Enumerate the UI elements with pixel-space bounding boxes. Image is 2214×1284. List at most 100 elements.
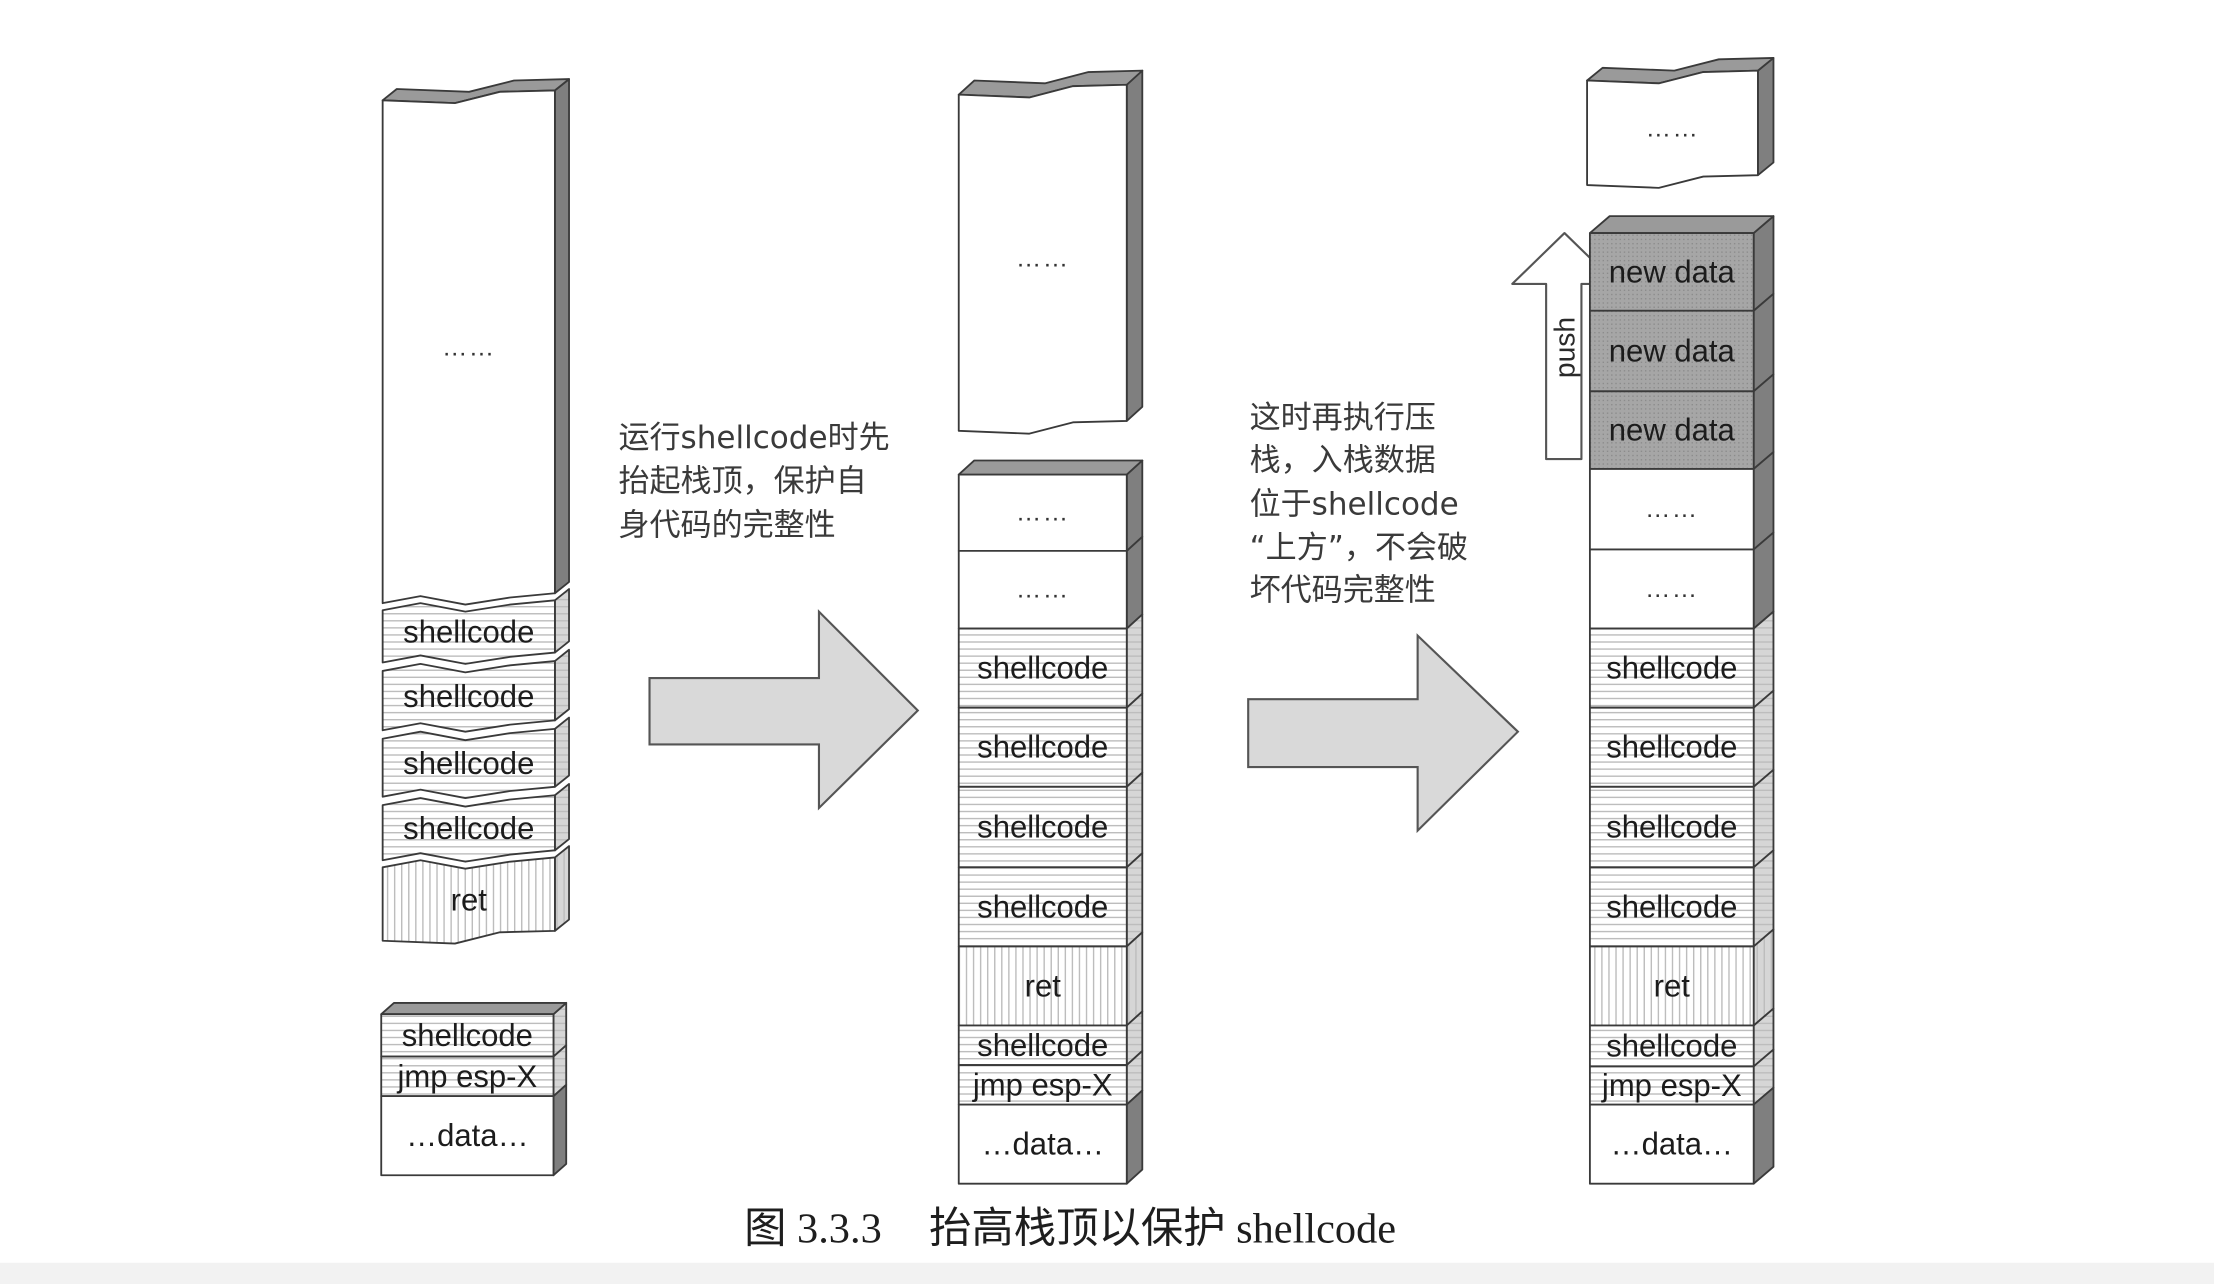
payload-data-cell-front-face [380,1095,555,1177]
shellcode-cell-label: shellcode [977,889,1108,924]
payload-data-cell-side-face [1752,1086,1775,1185]
new-data-cell-top-face [1588,215,1775,234]
payload-code-cell-top-face [380,1001,568,1016]
payload-code-cell: jmp esp-X [957,1050,1144,1106]
payload-data-cell-label: …data… [1611,1127,1734,1162]
empty-stack-cell: …… [1588,451,1775,551]
shellcode-cell-side-face [1125,613,1144,709]
note-line: “上方”，不会破 [1250,530,1468,566]
payload-code-cell-label: jmp esp-X [972,1067,1113,1102]
payload-data-cell-label: …data… [406,1118,529,1153]
stack-top-block-label: …… [1016,244,1070,272]
new-data-cell-label: new data [1609,413,1736,448]
new-data-cell: new data [1588,215,1775,312]
stack-top-block-label: …… [442,333,496,361]
stack-top-block-label: …… [1646,115,1700,143]
shellcode-cell-label: shellcode [977,810,1108,845]
return-address-cell-label: ret [1025,968,1062,1003]
payload-code-cell: jmp esp-X [1588,1048,1775,1106]
empty-stack-cell-side-face [1125,459,1144,552]
stack-top-block-front-face [957,83,1128,435]
shellcode-cell-front-face [381,794,556,863]
stack-top-block: …… [957,69,1144,435]
payload-code-cell: jmp esp-X [380,1044,568,1098]
shellcode-cell-label: shellcode [1606,730,1737,765]
note-raise-stack-top: 运行shellcode时先 抬起栈顶，保护自 身代码的完整性 [618,420,889,544]
return-address-cell-side-face [553,845,570,932]
shellcode-cell: shellcode [957,613,1144,709]
note-push-above-shellcode: 这时再执行压 栈，入栈数据 位于shellcode “上方”，不会破 坏代码完整… [1250,400,1468,608]
new-data-cell-label: new data [1609,254,1736,289]
push-label: push [1548,317,1580,378]
return-address-cell: ret [957,931,1144,1027]
return-address-cell-label: ret [1654,968,1691,1003]
shellcode-cell: shellcode [381,648,570,733]
note-line: 运行shellcode时先 [618,420,889,456]
stack-columns: ……shellcodeshellcodeshellcodeshellcodere… [380,56,1775,1185]
shellcode-cell-label: shellcode [977,651,1108,686]
page-bottom-band [0,1262,2214,1284]
empty-stack-cell-label: …… [1645,495,1699,523]
empty-stack-cell: …… [957,535,1144,630]
shellcode-cell-side-face [553,648,570,722]
caption-number: 图 3.3.3 [744,1205,882,1252]
shellcode-cell-side-face [553,783,570,852]
empty-stack-cell: …… [957,459,1144,552]
shellcode-cell: shellcode [957,771,1144,869]
shellcode-cell-label: shellcode [403,679,534,714]
payload-code-cell: shellcode [1588,1007,1775,1068]
shellcode-cell: shellcode [381,783,570,863]
caption-title: 抬高栈顶以保护 shellcode [929,1205,1396,1252]
shellcode-cell-label: shellcode [1606,651,1737,686]
shellcode-cell-label: shellcode [403,746,534,781]
shellcode-cell-side-face [1125,771,1144,869]
payload-data-cell-front-face [957,1103,1128,1185]
transition-arrow-1 [648,609,920,811]
new-data-cell: new data [1588,373,1775,470]
stack-top-block-side-face [553,78,570,595]
stack-top-block-side-face [1125,69,1144,422]
return-address-cell-label: ret [451,882,488,917]
note-line: 栈，入栈数据 [1250,442,1436,478]
payload-code-cell-label: jmp esp-X [396,1059,537,1094]
empty-stack-cell-top-face [957,459,1144,476]
stack-column-2: …… …… …… shellcode shellcode shellcode shellco… [957,69,1144,1185]
empty-stack-cell: …… [1588,531,1775,630]
payload-data-cell-side-face [552,1083,568,1177]
empty-stack-cell-label: …… [1645,575,1699,603]
stack-top-block-front-face [1586,69,1759,189]
shellcode-cell-label: shellcode [403,615,534,650]
shellcode-cell-label: shellcode [1606,889,1737,924]
empty-stack-cell-label: …… [1016,576,1070,604]
empty-stack-cell-label: …… [1016,499,1070,527]
payload-code-cell-label: shellcode [1606,1028,1737,1063]
shellcode-cell-side-face [553,588,570,654]
stack-top-block-front-face [381,89,556,606]
shellcode-cell-side-face [1125,692,1144,788]
shellcode-cell-label: shellcode [977,730,1108,765]
shellcode-cell: shellcode [1588,768,1775,869]
empty-stack-cell-side-face [1125,535,1144,630]
figure-caption: 图 3.3.3 抬高栈顶以保护 shellcode [744,1205,1396,1252]
note-line: 身代码的完整性 [618,507,835,543]
return-address-cell: ret [1588,928,1775,1027]
shellcode-cell: shellcode [1588,610,1775,709]
payload-code-cell: shellcode [380,1001,568,1058]
payload-data-cell: …data… [957,1089,1144,1185]
new-data-cell: new data [1588,292,1775,393]
shellcode-cell-label: shellcode [403,811,534,846]
stack-top-block: …… [381,78,570,606]
return-address-cell: ret [381,845,570,945]
return-address-cell-side-face [1125,931,1144,1027]
note-line: 这时再执行压 [1250,400,1436,436]
shellcode-cell-side-face [1125,852,1144,948]
note-line: 抬起栈顶，保护自 [618,464,866,500]
note-line: 位于shellcode [1250,486,1459,522]
shellcode-cell: shellcode [957,852,1144,948]
payload-data-cell: …data… [1588,1086,1775,1185]
transition-arrow-2 [1247,633,1520,834]
payload-data-cell: …data… [380,1083,568,1177]
payload-code-cell-label: shellcode [977,1028,1108,1063]
return-address-cell-front-face [381,856,556,945]
